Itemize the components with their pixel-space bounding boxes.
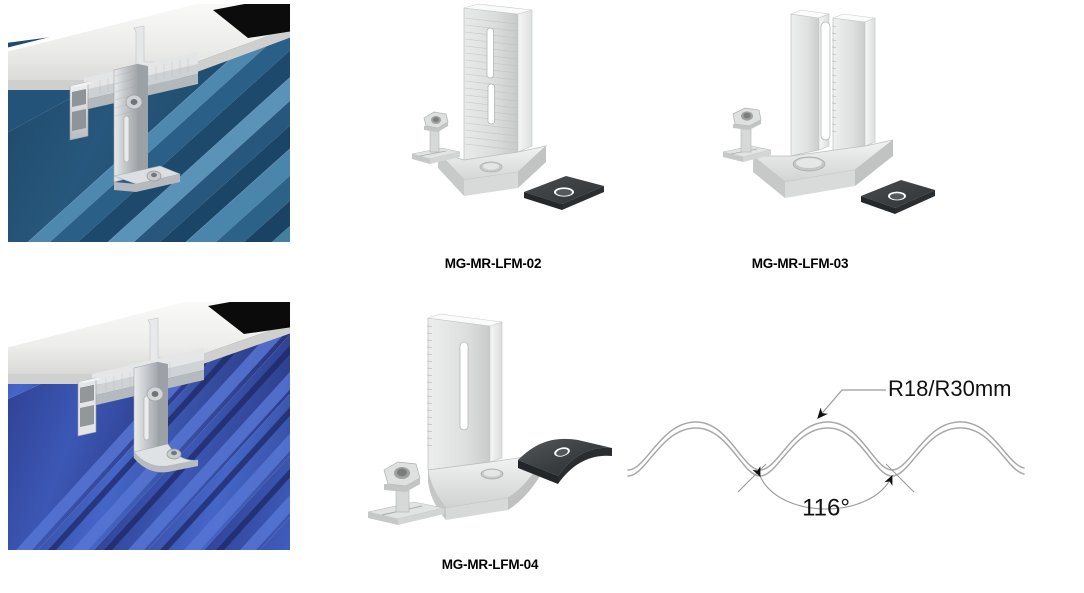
radius-annotation-text: R18/R30mm [888, 376, 1011, 401]
trapezoidal-roof-installation-photo [8, 4, 290, 242]
mg-mr-lfm-03-render [715, 0, 935, 240]
mg-mr-lfm-03-label: MG-MR-LFM-03 [751, 256, 849, 271]
angle-annotation-text: 116° [802, 494, 850, 521]
mg-mr-lfm-02-render [398, 0, 618, 240]
mg-mr-lfm-04-label: MG-MR-LFM-04 [441, 557, 539, 572]
mg-mr-lfm-04-render [340, 300, 620, 550]
corrugated-profile-technical-drawing: R18/R30mm 116° [620, 352, 1050, 552]
mg-mr-lfm-02-label: MG-MR-LFM-02 [444, 256, 542, 271]
corrugated-roof-installation-photo [8, 302, 290, 550]
